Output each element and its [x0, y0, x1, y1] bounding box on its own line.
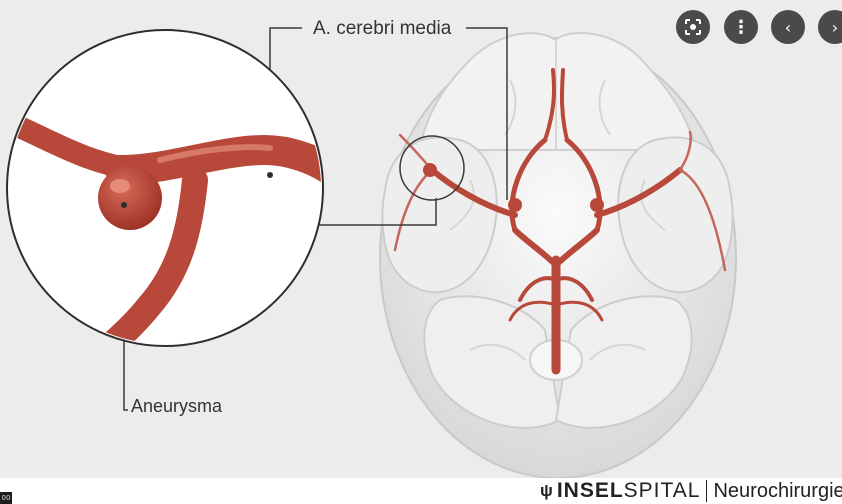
- previous-image-button[interactable]: ‹: [771, 10, 805, 44]
- logo-spital: SPITAL: [624, 479, 701, 503]
- logo-department: Neurochirurgie: [713, 480, 842, 503]
- aneurysm-illustration[interactable]: A. cerebri media Aneurysma: [0, 0, 842, 478]
- chevron-right-icon: ›: [832, 18, 838, 37]
- brain-artery-graphic: [0, 0, 842, 478]
- chevron-left-icon: ‹: [785, 18, 791, 37]
- lens-button[interactable]: [676, 10, 710, 44]
- corner-badge: 00: [0, 492, 12, 504]
- detail-circle: [7, 30, 330, 360]
- more-vertical-icon: ⋮: [732, 17, 750, 38]
- brain: [380, 33, 736, 478]
- lens-icon: [684, 18, 702, 36]
- more-options-button[interactable]: ⋮: [724, 10, 758, 44]
- artery-label: A. cerebri media: [308, 18, 456, 40]
- inselspital-logo: ψ INSEL SPITAL Neurochirurgie: [540, 478, 842, 504]
- aneurysm-label: Aneurysma: [131, 396, 222, 417]
- logo-divider: [706, 480, 707, 502]
- bear-icon: ψ: [540, 481, 553, 501]
- logo-insel: INSEL: [557, 479, 624, 503]
